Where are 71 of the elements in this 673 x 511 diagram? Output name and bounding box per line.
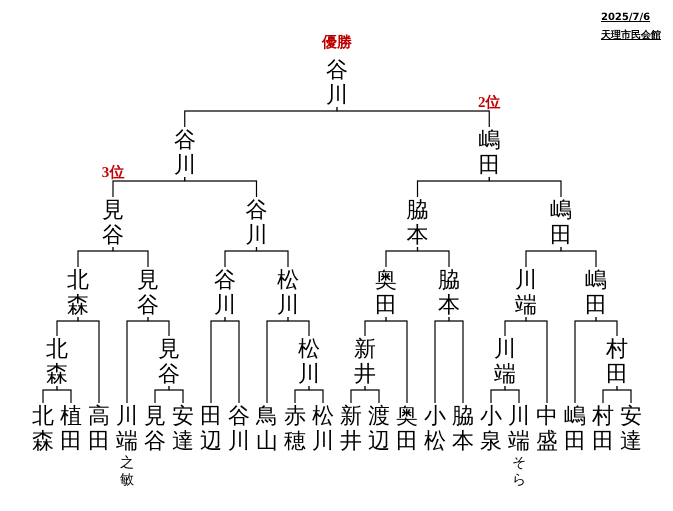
player-name: 見谷 xyxy=(144,403,166,453)
bracket-line xyxy=(336,107,490,127)
bracket-line xyxy=(504,386,520,403)
player-name: 田辺 xyxy=(200,403,222,453)
player-name: 脇本 xyxy=(406,197,428,247)
bracket-line xyxy=(224,317,240,403)
bracket-line xyxy=(560,247,597,267)
rank-label: 2位 xyxy=(478,95,500,111)
player-name: 見谷 xyxy=(137,267,159,317)
player-name: 谷川 xyxy=(174,127,196,177)
player-name: 安達 xyxy=(620,403,642,453)
player-name: 安達 xyxy=(172,403,194,453)
bracket-line xyxy=(287,317,310,336)
player-name: 松川 xyxy=(298,336,320,386)
player-name: 奥田 xyxy=(375,267,397,317)
player-name: 谷川 xyxy=(246,197,268,247)
player-name: 松川 xyxy=(312,403,334,453)
bracket-line xyxy=(385,317,408,403)
player-name: 谷川 xyxy=(228,403,250,453)
player-name: 奥田 xyxy=(396,403,418,453)
bracket-line xyxy=(168,386,184,403)
bracket-line xyxy=(256,247,289,267)
player-name: 鳥山 xyxy=(256,403,278,453)
player-name: 小松 xyxy=(424,403,446,453)
player-name: 小泉 xyxy=(480,403,502,453)
player-name: 谷川 xyxy=(326,57,348,107)
player-name: 嶋田 xyxy=(478,127,500,177)
bracket-line xyxy=(364,386,380,403)
player-name: 北森 xyxy=(46,336,68,386)
bracket-line xyxy=(595,317,618,336)
bracket-line xyxy=(112,247,149,267)
player-name: 植田 xyxy=(60,403,82,453)
player-name: 松川 xyxy=(277,267,299,317)
venue-label: 天理市民会館 xyxy=(601,30,661,42)
given-name: 之敏 xyxy=(120,455,134,489)
bracket-line xyxy=(416,247,450,267)
player-name: 村田 xyxy=(592,403,614,453)
player-name: 高田 xyxy=(88,403,110,453)
bracket-line xyxy=(147,317,170,336)
player-name: 見谷 xyxy=(158,336,180,386)
player-name: 見谷 xyxy=(102,197,124,247)
player-name: 中盛 xyxy=(536,403,558,453)
player-name: 村田 xyxy=(606,336,628,386)
given-name: そら xyxy=(512,455,526,489)
player-name: 北森 xyxy=(32,403,54,453)
player-name: 嶋田 xyxy=(585,267,607,317)
player-name: 赤穂 xyxy=(284,403,306,453)
player-name: 嶋田 xyxy=(550,197,572,247)
player-name: 脇本 xyxy=(438,267,460,317)
rank-label: 優勝 xyxy=(322,35,352,51)
bracket-line xyxy=(448,317,464,403)
player-name: 北森 xyxy=(67,267,89,317)
player-name: 新井 xyxy=(340,403,362,453)
player-name: 新井 xyxy=(354,336,376,386)
rank-label: 3位 xyxy=(102,165,124,181)
bracket-line xyxy=(616,386,632,403)
date-label: 2025/7/6 xyxy=(601,12,650,24)
player-name: 川端 xyxy=(508,403,530,453)
player-name: 川端 xyxy=(116,403,138,453)
player-name: 川端 xyxy=(515,267,537,317)
bracket-line xyxy=(525,317,548,403)
bracket-line xyxy=(308,386,324,403)
bracket-line xyxy=(56,386,72,403)
bracket-line xyxy=(184,177,258,197)
player-name: 川端 xyxy=(494,336,516,386)
player-name: 脇本 xyxy=(452,403,474,453)
player-name: 嶋田 xyxy=(564,403,586,453)
player-name: 渡辺 xyxy=(368,403,390,453)
bracket-line xyxy=(488,177,562,197)
bracket-line xyxy=(77,317,100,403)
player-name: 谷川 xyxy=(214,267,236,317)
